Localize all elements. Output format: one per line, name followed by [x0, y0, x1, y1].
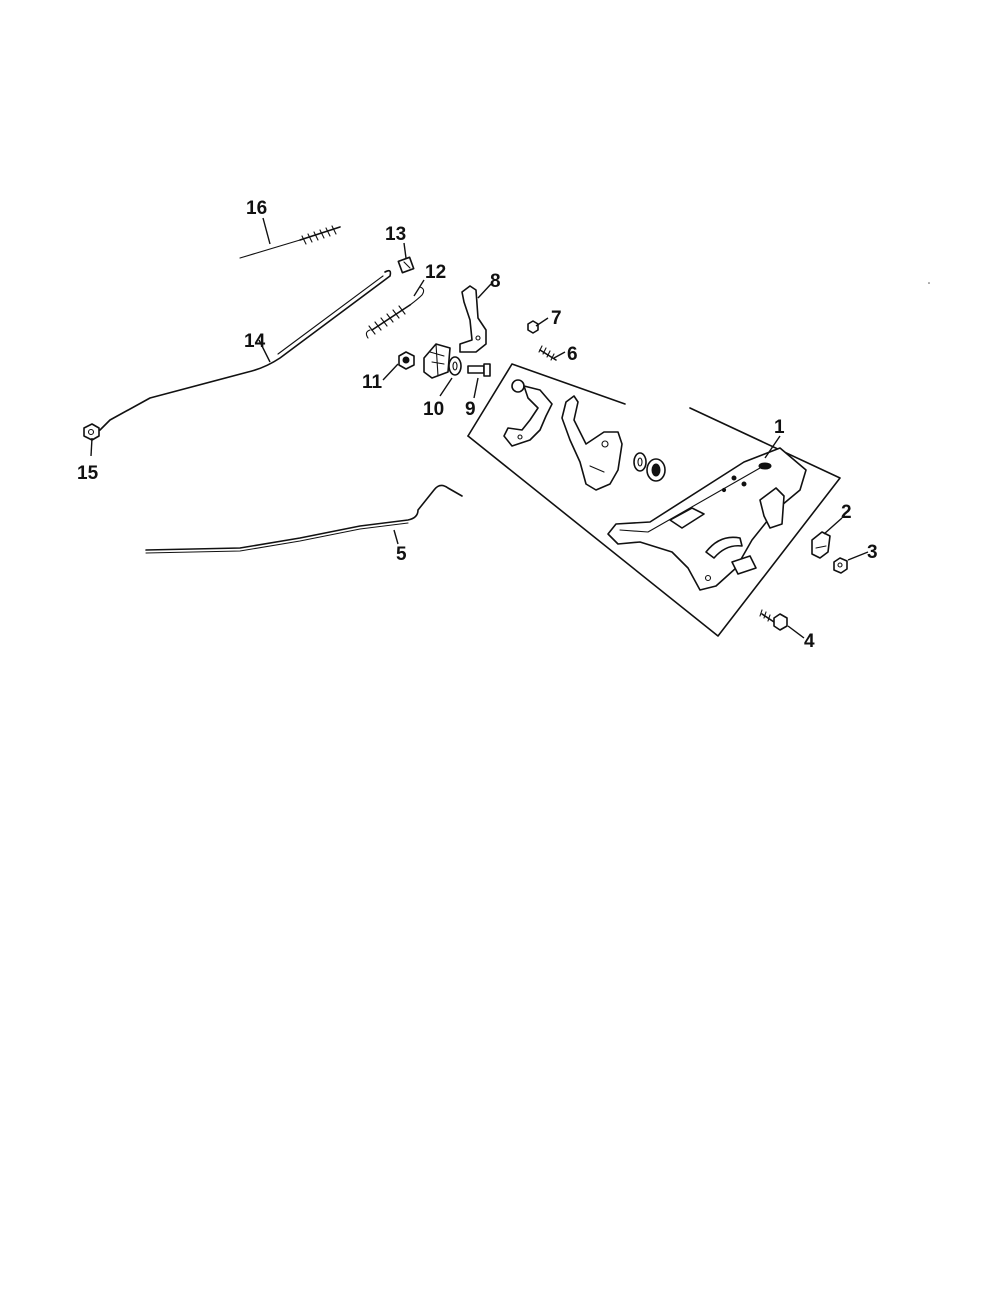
part-9-shoulder-bolt[interactable] — [467, 363, 491, 377]
part-11-lock-nut[interactable] — [398, 351, 415, 370]
callout-11: 11 — [362, 372, 383, 393]
callout-8: 8 — [490, 271, 501, 292]
part-1-governor-lever[interactable] — [503, 379, 553, 447]
part-2-clip[interactable] — [811, 531, 831, 559]
part-10-washer[interactable] — [448, 356, 462, 376]
part-4-hex-bolt[interactable] — [759, 609, 788, 631]
part-12-extension-spring[interactable] — [365, 286, 425, 339]
part-1-control-plate[interactable] — [607, 447, 807, 591]
callout-1: 1 — [774, 417, 785, 438]
callout-7: 7 — [551, 308, 562, 329]
part-15-nut[interactable] — [83, 423, 100, 441]
callout-9: 9 — [465, 399, 476, 420]
part-13-clip[interactable] — [397, 256, 415, 274]
callout-13: 13 — [385, 224, 406, 245]
scan-speck — [928, 282, 930, 284]
callout-2: 2 — [841, 502, 852, 523]
part-7-small-nut[interactable] — [527, 320, 539, 334]
part-16-spring-rod[interactable] — [239, 225, 341, 259]
callout-15: 15 — [77, 463, 99, 484]
part-3-hex-nut[interactable] — [833, 557, 848, 574]
callout-4: 4 — [804, 631, 815, 652]
callout-6: 6 — [567, 344, 578, 365]
callout-16: 16 — [246, 198, 267, 219]
part-1-pivot-bushing[interactable] — [646, 458, 666, 482]
part-6-screw[interactable] — [538, 345, 557, 361]
callout-14: 14 — [244, 331, 266, 352]
callout-12: 12 — [425, 262, 446, 283]
throttle-bracket-block[interactable] — [423, 343, 451, 379]
callout-leaders — [90, 217, 869, 639]
part-1-pivot-washer[interactable] — [633, 452, 647, 472]
callout-5: 5 — [396, 544, 407, 565]
part-8-lever-bracket[interactable] — [459, 285, 487, 353]
part-1-assembly-outline — [467, 363, 841, 637]
part-14-control-rod[interactable] — [99, 269, 392, 431]
callout-3: 3 — [867, 542, 878, 563]
part-5-link-rod[interactable] — [145, 484, 463, 554]
callout-labels: 1 2 3 4 5 6 7 8 9 10 11 12 13 14 15 16 — [77, 198, 878, 652]
part-1-throttle-lever[interactable] — [561, 395, 623, 491]
callout-10: 10 — [423, 399, 444, 420]
